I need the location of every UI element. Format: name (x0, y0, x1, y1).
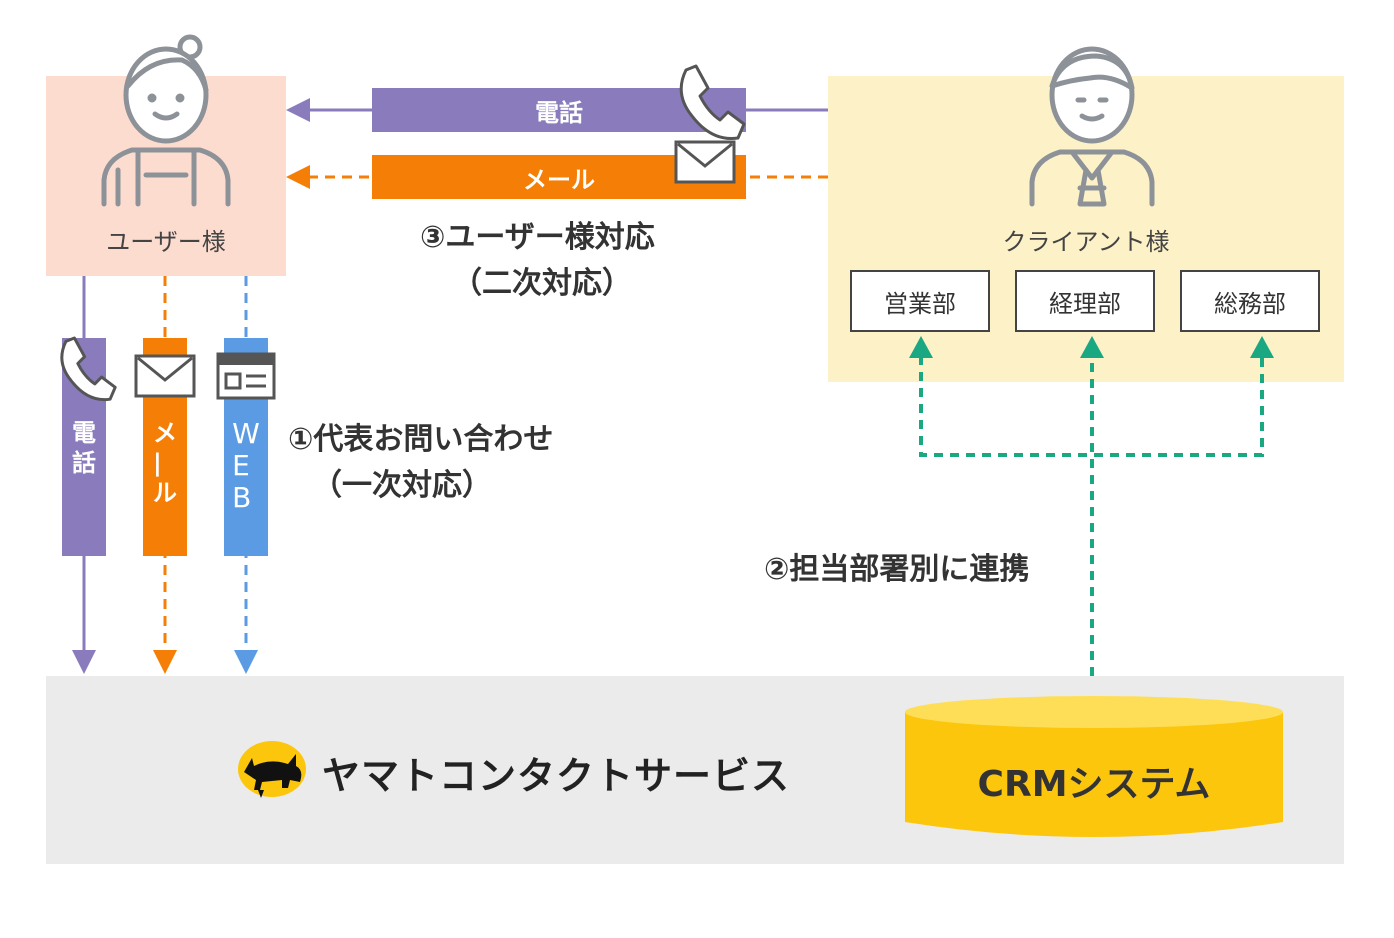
step2-title: ②担当部署別に連携 (764, 552, 1030, 587)
client-label: クライアント様 (1002, 228, 1170, 256)
left-web-label: W E B (232, 417, 260, 514)
crm-database-cylinder (905, 696, 1283, 837)
step3-subtitle: （二次対応） (452, 266, 632, 301)
user-label: ユーザー様 (106, 228, 226, 256)
dept-sales: 営業部 (850, 270, 990, 332)
phone-icon (679, 64, 746, 141)
crm-link-lines (919, 356, 1264, 676)
businessman-icon (1029, 46, 1155, 207)
step1-title: ①代表お問い合わせ (288, 422, 554, 457)
step1-subtitle: （一次対応） (312, 468, 492, 503)
woman-user-icon (101, 34, 231, 207)
left-phone-label: 電 話 (72, 419, 96, 477)
dept-accounting: 経理部 (1015, 270, 1155, 332)
left-mail-label: メ | ル (153, 419, 177, 507)
envelope-icon (674, 140, 736, 184)
black-cat-logo-icon (238, 741, 306, 798)
envelope-icon (134, 354, 196, 398)
step3-title: ③ユーザー様対応 (420, 220, 655, 255)
browser-window-icon (216, 352, 276, 400)
brand-name: ヤマトコンタクトサービス (322, 754, 791, 798)
top-mail-label: メール (523, 165, 595, 194)
crm-label: CRMシステム (977, 764, 1211, 805)
top-phone-label: 電話 (535, 98, 583, 127)
phone-icon (60, 336, 117, 402)
dept-general-affairs: 総務部 (1180, 270, 1320, 332)
